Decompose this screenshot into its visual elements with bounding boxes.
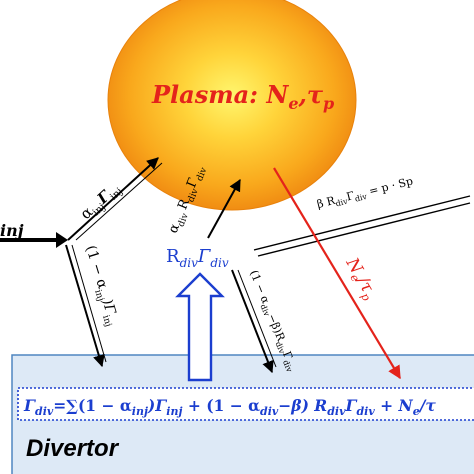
eq-p6-sub: e (413, 405, 420, 418)
inj-divertor-label: (1 − αinj)Γinj (79, 243, 121, 328)
rec-alpha-sub: div (177, 211, 192, 228)
eq-p7: /τ (418, 396, 437, 415)
plasma-ne-sub: e (288, 94, 298, 113)
eq-p6: + N (375, 396, 414, 415)
redep-part2-sub: div (274, 340, 287, 355)
pump-arrow-top (253, 195, 471, 251)
eq-p4-sub: div (327, 405, 346, 418)
plasma-tau: τ (307, 80, 324, 109)
pump-beta: β R (316, 194, 337, 211)
plasma-space (258, 80, 266, 109)
inj-div-part2: )Γ (98, 296, 118, 317)
eq-p2-sub: inj (166, 405, 182, 418)
eq-p5: Γ (344, 396, 357, 415)
inj-div-part2-sub: inj (100, 314, 113, 328)
plasma-tau-sub: p (323, 94, 334, 113)
injection-arrowhead (56, 232, 68, 248)
eq-p2: )Γ (147, 396, 167, 415)
balance-equation: Γdiv=∑(1 − αinj)Γinj + (1 − αdiv−β) Rdiv… (23, 396, 436, 418)
pump-beta-sub: div (335, 197, 349, 209)
pump-label: β RdivΓdiv = p · Sp (316, 174, 415, 212)
redeposit-arrow-inner (237, 269, 277, 368)
redeposit-arrow (231, 269, 274, 374)
plasma-label: Plasma: Ne,τp (151, 80, 334, 113)
rdiv-gamma: Γ (197, 246, 212, 267)
injection-label: inj (0, 221, 24, 240)
plasma-colon: : (249, 80, 258, 109)
eq-gamma: Γ (23, 396, 36, 415)
rdiv-r: R (166, 246, 180, 267)
loss-label: Ne/τp (339, 254, 380, 304)
plasma-ne: N (265, 80, 289, 109)
eq-p5-sub: div (356, 405, 375, 418)
eq-gamma-sub: div (35, 405, 54, 418)
recycle-hollow-arrow (175, 272, 225, 382)
recycle-to-plasma-arrow (207, 178, 241, 239)
rdiv-r-sub: div (180, 256, 199, 270)
inj-div-part1-sub: inj (92, 289, 105, 303)
redep-part2: −β)R (265, 312, 288, 344)
pump-tail: = p · Sp (364, 174, 414, 198)
pump-gamma-sub: div (354, 192, 368, 204)
pump-arrow-bottom (257, 202, 471, 257)
eq-p1: =∑(1 − α (53, 396, 132, 415)
divertor-label: Divertor (26, 435, 120, 462)
plasma-comma: , (298, 80, 307, 109)
redep-part1-sub: div (258, 303, 271, 318)
plasma-word: Plasma (151, 80, 249, 109)
eq-p1-sub: inj (132, 405, 148, 418)
inj-to-divertor-arrow (65, 244, 105, 368)
redep-part1: (1 − α (247, 268, 272, 306)
eq-p3: + (1 − α (182, 396, 260, 415)
pump-gamma: Γ (345, 189, 356, 204)
plasma-ellipse (107, 0, 357, 211)
inj-to-plasma-arrow-inner (75, 162, 163, 241)
rdiv-gamma-sub: div (210, 256, 229, 270)
inj-div-part1: (1 − α (82, 243, 110, 291)
loss-arrow (273, 167, 401, 380)
redep-part3-sub: div (281, 359, 294, 374)
inj-to-plasma-arrow (67, 157, 159, 241)
equation-frame (17, 387, 474, 421)
rdiv-gamma-label: RdivΓdiv (166, 246, 229, 270)
eq-p3-sub: div (260, 405, 279, 418)
eq-p4: −β) R (278, 396, 327, 415)
inj-to-divertor-arrow-inner (71, 244, 107, 363)
